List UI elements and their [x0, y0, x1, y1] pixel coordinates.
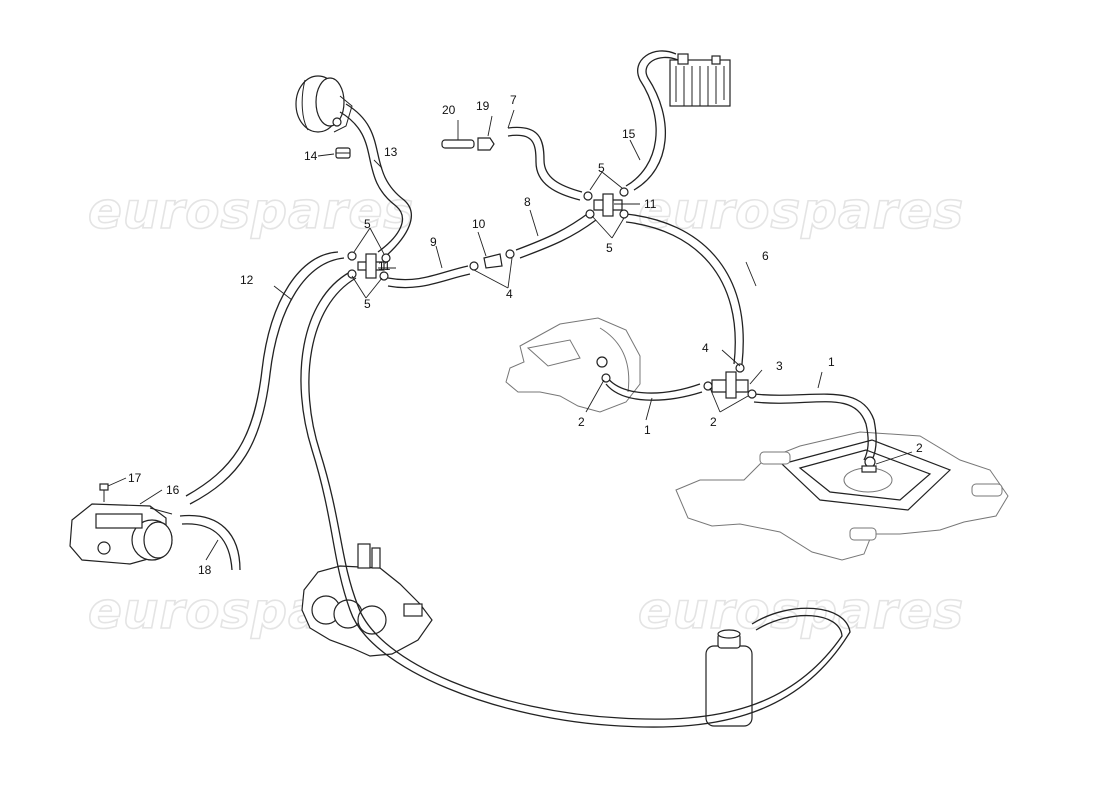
- callout-20: 20: [442, 103, 456, 117]
- callout-2-engine: 2: [578, 415, 585, 429]
- callout-11-right: 11: [644, 197, 657, 211]
- bolt-17: [99, 483, 109, 502]
- callout-15: 15: [622, 127, 636, 141]
- hose-1-right: [753, 393, 877, 461]
- callout-8: 8: [524, 195, 531, 209]
- callout-14: 14: [304, 149, 318, 163]
- hose-9: [387, 265, 471, 289]
- vacuum-canister: [295, 75, 353, 133]
- callout-6: 6: [762, 249, 769, 263]
- hose-12: [185, 251, 345, 505]
- grommet-14: [335, 147, 351, 159]
- callout-5-bottom-right: 5: [606, 241, 613, 255]
- leader-lines: [107, 109, 913, 561]
- callout-13: 13: [384, 145, 398, 159]
- hose-1-left: [605, 375, 703, 401]
- callout-1-right: 1: [828, 355, 835, 369]
- connector-19: [477, 137, 495, 151]
- callout-2-fitting: 2: [710, 415, 717, 429]
- sensor-unit: [669, 53, 731, 107]
- right-t-junction: [583, 187, 629, 219]
- hose-8: [515, 211, 597, 259]
- intake-manifold: [675, 431, 1009, 561]
- callout-12: 12: [240, 273, 254, 287]
- callout-7: 7: [510, 93, 517, 107]
- hose-15: [625, 50, 679, 191]
- callout-4-right: 4: [702, 341, 709, 355]
- callout-18: 18: [198, 563, 212, 577]
- watermark-bottom-right: eurospares: [637, 581, 965, 641]
- left-t-junction: [347, 251, 391, 281]
- pump-unit: [301, 543, 433, 657]
- callout-5-top-right: 5: [598, 161, 605, 175]
- hose-7: [507, 126, 583, 201]
- callout-9: 9: [430, 235, 437, 249]
- callout-19: 19: [476, 99, 490, 113]
- hose-13: [339, 103, 412, 257]
- callout-5-top-left: 5: [364, 217, 371, 231]
- hose-6: [625, 213, 744, 365]
- callout-4-left: 4: [506, 287, 513, 301]
- hose-long-pump: [300, 271, 851, 728]
- callout-5-bottom-left: 5: [364, 297, 371, 311]
- watermark-top-right: eurospares: [637, 181, 965, 241]
- tube-20: [441, 139, 475, 149]
- engine-block: [505, 317, 641, 413]
- callout-1-left: 1: [644, 423, 651, 437]
- callout-16: 16: [166, 483, 180, 497]
- hose-18: [179, 514, 241, 571]
- callout-3: 3: [776, 359, 783, 373]
- callout-11-left: 11: [378, 259, 391, 273]
- callout-labels: 20 19 7 15 5 11 5 8 10 9 5 13 14 11 5 4 …: [128, 93, 923, 577]
- motor-actuator: [69, 503, 173, 565]
- callout-2-manifold: 2: [916, 441, 923, 455]
- callout-17: 17: [128, 471, 142, 485]
- reservoir-bottle: [705, 629, 753, 727]
- connector-10: [469, 249, 515, 271]
- watermark-top-left: eurospares: [87, 181, 415, 241]
- clamp-manifold: [861, 456, 877, 473]
- callout-10: 10: [472, 217, 486, 231]
